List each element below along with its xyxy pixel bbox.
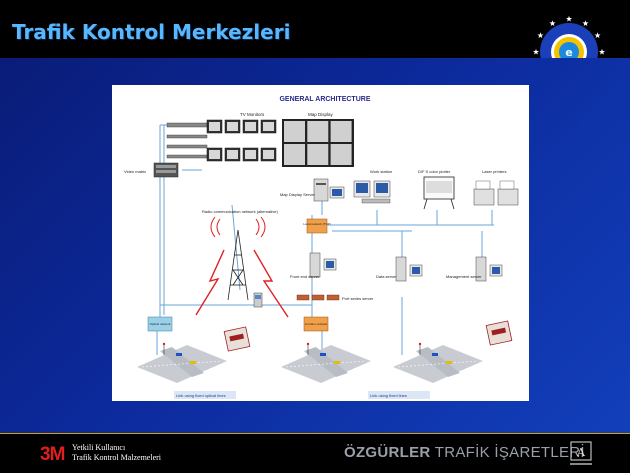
map-display-screen [284, 121, 305, 142]
company-name-rest: TRAFİK İŞARETLERİ [430, 444, 585, 461]
antenna-tower-icon [227, 229, 249, 301]
link-label-fixed: Link using fixed lines [368, 391, 430, 399]
star-icon [532, 48, 540, 55]
map-display-screen [307, 144, 329, 165]
port-series-server: Port series server [296, 294, 374, 301]
laser-printers-label: Laser printers [482, 169, 506, 174]
port-series-server-label: Port series server [342, 296, 374, 301]
title-bar: Trafik Kontrol Merkezleri e [0, 0, 630, 88]
map-display-screen [284, 144, 305, 165]
intersection-icon [281, 342, 371, 383]
lightning-icon [195, 249, 289, 318]
plotter-label: D/F S color plotter [418, 169, 451, 174]
link-fixed-text: Link using fixed lines [370, 393, 407, 398]
architecture-diagram-svg: GENERAL ARCHITECTURE [124, 96, 519, 399]
optical-network-box: Optical network [147, 316, 173, 332]
optical-network-label: Optical network [150, 322, 171, 326]
tv-monitors [206, 119, 277, 162]
company-name-bold: ÖZGÜRLER [344, 444, 431, 461]
link-label-optical: Link using fixed optical lines [174, 391, 236, 399]
star-icon [598, 48, 606, 55]
camera-units [166, 122, 208, 159]
map-display [282, 119, 354, 167]
map-display-server: Map Display Server [280, 178, 345, 202]
kiosk-icon [253, 292, 263, 308]
work-station-label: Work station [370, 169, 392, 174]
map-display-server-label: Map Display Server [280, 192, 316, 197]
monitor-icon [242, 147, 259, 162]
star-icon [537, 32, 544, 39]
svg-text:e: e [565, 46, 572, 59]
star-icon [565, 15, 573, 22]
company-name: ÖZGÜRLER TRAFİK İŞARETLERİ [344, 444, 585, 461]
work-station: Work station [353, 169, 392, 204]
link-optical-text: Link using fixed optical lines [176, 393, 226, 398]
monitor-icon [242, 119, 259, 134]
management-server: Management server [446, 256, 503, 282]
map-display-screen [307, 121, 329, 142]
tram-icon [485, 320, 513, 346]
svg-text:A: A [576, 446, 586, 459]
authorized-line2: Trafik Kontrol Malzemeleri [72, 453, 162, 462]
map-display-screen [330, 144, 352, 165]
slide-title: Trafik Kontrol Merkezleri [12, 20, 291, 44]
star-icon [594, 32, 601, 39]
diagram-title: GENERAL ARCHITECTURE [279, 96, 370, 103]
laser-printers: Laser printers [473, 169, 519, 206]
tram-icon [223, 326, 251, 352]
monitor-icon [206, 119, 223, 134]
monitor-icon [206, 147, 223, 162]
company-logo-icon: A [570, 441, 592, 465]
monitor-icon [224, 119, 241, 134]
plotter-icon: D/F S color plotter [418, 169, 455, 210]
corridor-network-box: Corridor network [303, 316, 329, 332]
footer: 3M Yetkili Kullanıcı Trafik Kontrol Malz… [0, 433, 630, 473]
front-end-server: Front end server [290, 252, 337, 279]
video-matrix: Video matrix [124, 162, 179, 178]
star-icon [549, 20, 556, 27]
data-server: Data server [376, 256, 423, 282]
map-display-label: Map Display [308, 112, 334, 117]
data-server-label: Data server [376, 274, 397, 279]
architecture-diagram: GENERAL ARCHITECTURE [112, 85, 529, 401]
map-display-screen [330, 121, 352, 142]
star-icon [582, 20, 589, 27]
intersection-icon [137, 342, 227, 383]
front-end-server-label: Front end server [290, 274, 320, 279]
corridor-network-label: Corridor network [305, 322, 328, 326]
monitor-icon [224, 147, 241, 162]
authorized-user-text: Yetkili Kullanıcı Trafik Kontrol Malzeme… [72, 443, 161, 463]
management-server-label: Management server [446, 274, 482, 279]
intersection-icon [393, 342, 483, 383]
monitor-icon [260, 147, 277, 162]
intersections [137, 342, 483, 383]
local-network-label: Local network (TCP) [303, 222, 330, 226]
monitor-icon [260, 119, 277, 134]
video-matrix-label: Video matrix [124, 169, 146, 174]
radio-waves [210, 216, 266, 238]
tv-monitors-label: TV Monitors [240, 112, 265, 117]
local-network-hub: Local network (TCP) [303, 218, 331, 234]
authorized-line1: Yetkili Kullanıcı [72, 443, 126, 452]
radio-network-label: Radio communication network (alternative… [202, 209, 278, 214]
3m-logo: 3M [40, 444, 65, 465]
